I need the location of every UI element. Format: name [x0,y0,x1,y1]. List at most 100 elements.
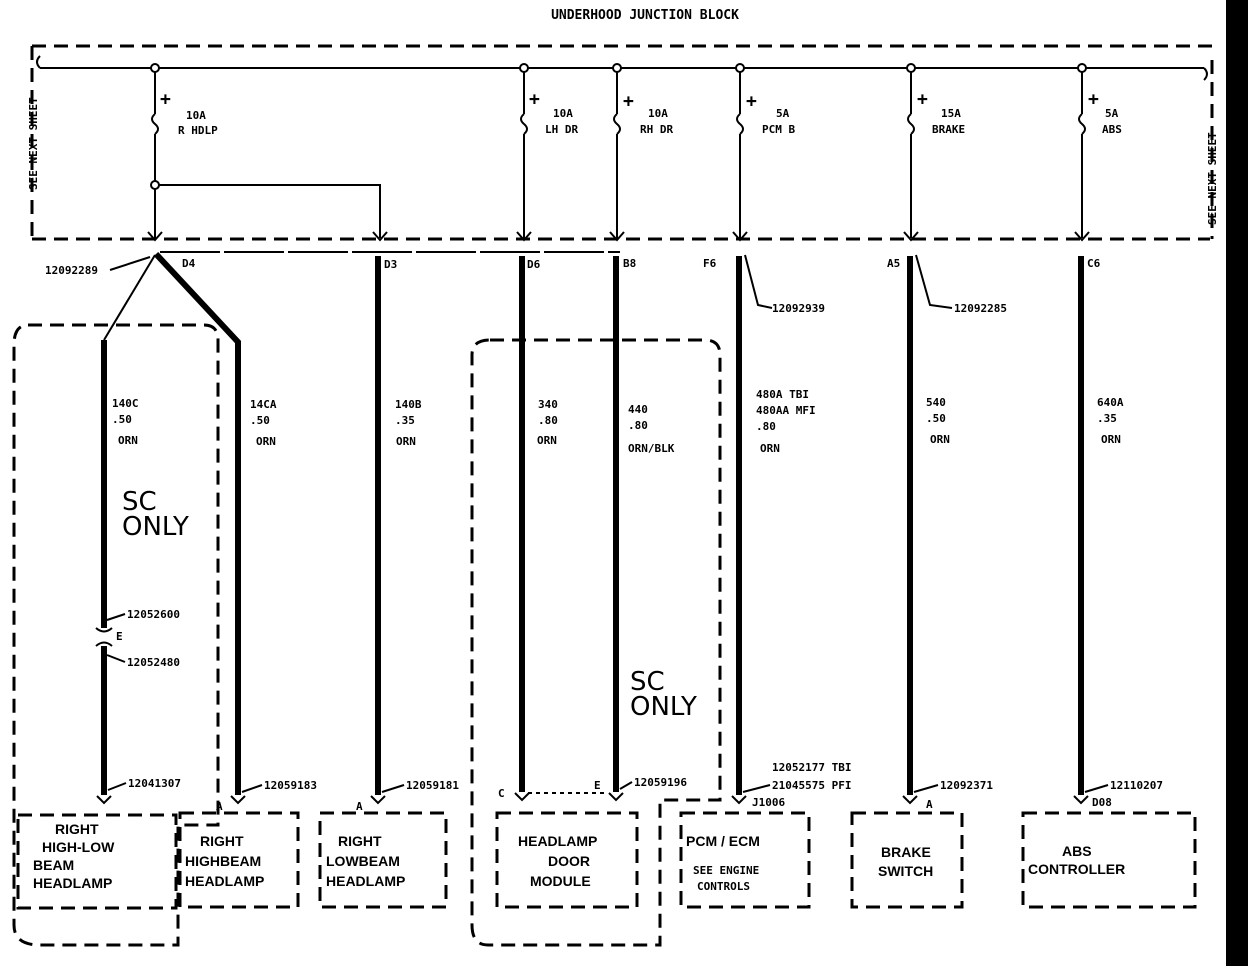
fuse-amp-4: 5A [776,107,790,120]
sc-only-left-line2: ONLY [122,512,189,542]
terminal-arrows [147,231,1090,242]
component-label: LOWBEAM [326,853,400,869]
wire-color: ORN [256,435,276,448]
pin-hibeam: A [216,800,223,813]
component-label: CONTROLLER [1028,861,1125,877]
pin-abs: D08 [1092,796,1112,809]
pin-pcm: J1006 [752,796,785,809]
pin-brake: A [926,798,933,811]
component-label: MODULE [530,873,591,889]
component-label: HEADLAMP [326,873,405,889]
wire-gauge: .50 [112,413,132,426]
fuse-plus-1: + [160,89,171,110]
fuse-plus-5: + [917,89,928,110]
component-label: HEADLAMP [185,873,264,889]
fuse-plus-3: + [623,91,634,112]
side-label-left: SEE NEXT SHEET [27,97,40,190]
fuse-name-1: R HDLP [178,124,218,137]
fuse-amp-1: 10A [186,109,206,122]
wire-label-140c: 140C .50 ORN [112,397,139,447]
wire-label-540: 540 .50 ORN [926,396,950,446]
component-brake-switch: BRAKE SWITCH [850,811,964,909]
fuse-r-hdlp: + 10A R HDLP [150,63,381,238]
wire-gauge: .80 [756,420,776,433]
component-label: RIGHT [55,821,99,837]
junction-block [30,44,1215,241]
fuse-amp-2: 10A [553,107,573,120]
wire-circuit-alt: 480AA MFI [756,404,816,417]
connector-12092939: 12092939 [772,302,825,315]
fuse-pcm-b: + 5A PCM B [735,63,795,238]
scan-edge [1226,0,1248,966]
component-headlamp-door-module: HEADLAMP DOOR MODULE [495,811,639,909]
terminal-a5: A5 [887,257,900,270]
wire-circuit: 140C [112,397,139,410]
side-label-right: SEE NEXT SHEET [1206,132,1219,225]
wire-14ca [153,251,241,795]
component-label: DOOR [548,853,590,869]
connector-12092289: 12092289 [45,264,98,277]
component-label: HEADLAMP [518,833,597,849]
component-label: CONTROLS [697,880,750,893]
wire-circuit: 480A TBI [756,388,809,401]
wire-circuit: 640A [1097,396,1124,409]
terminal-d3: D3 [384,258,397,271]
diagram-title: UNDERHOOD JUNCTION BLOCK [551,8,739,23]
wire-color: ORN [930,433,950,446]
connector-12041307: 12041307 [128,777,181,790]
wire-color: ORN [760,442,780,455]
wire-gauge: .80 [628,419,648,432]
fuse-plus-6: + [1088,89,1099,110]
wire-label-140b: 140B .35 ORN [395,398,422,448]
wire-circuit: 140B [395,398,422,411]
wire-circuit: 540 [926,396,946,409]
wire-color: ORN [1101,433,1121,446]
component-label: RIGHT [338,833,382,849]
fuse-amp-5: 15A [941,107,961,120]
component-label: SEE ENGINE [693,864,759,877]
fuse-name-5: BRAKE [932,123,965,136]
component-label: BRAKE [881,844,931,860]
wire-color: ORN/BLK [628,442,675,455]
wire-gauge: .50 [250,414,270,427]
wire-label-340: 340 .80 ORN [537,398,558,447]
fuse-brake: + 15A BRAKE [906,63,965,238]
component-label: PCM / ECM [686,833,760,849]
component-label: HEADLAMP [33,875,112,891]
wire-label-440: 440 .80 ORN/BLK [628,403,675,455]
fuse-name-6: ABS [1102,123,1122,136]
wire-circuit: 340 [538,398,558,411]
component-label: HIGH-LOW [42,839,115,855]
component-abs-controller: ABS CONTROLLER [1021,811,1197,909]
fuse-abs: + 5A ABS [1077,63,1122,238]
pin-lowbeam: A [356,800,363,813]
component-highbeam-headlamp: RIGHT HIGHBEAM HEADLAMP [178,811,300,909]
connector-12059181: 12059181 [406,779,459,792]
connector-21045575: 21045575 PFI [772,779,851,792]
fuse-name-3: RH DR [640,123,673,136]
fuse-amp-3: 10A [648,107,668,120]
pin-door-e: E [594,779,601,792]
sc-only-right-line1: SC [630,667,665,697]
wire-label-480a: 480A TBI 480AA MFI .80 ORN [756,388,816,455]
wire-label-14ca: 14CA .50 ORN [250,398,277,448]
inline-pin-e: E [116,630,123,643]
terminal-f6: F6 [703,257,717,270]
fuse-name-2: LH DR [545,123,578,136]
sc-only-region-right [470,338,722,947]
component-label: BEAM [33,857,74,873]
component-label: HIGHBEAM [185,853,261,869]
wire-gauge: .35 [1097,412,1117,425]
connector-12052600: 12052600 [127,608,180,621]
component-hilo-headlamp: RIGHT HIGH-LOW BEAM HEADLAMP [16,813,178,910]
wire-color: ORN [396,435,416,448]
connector-12092371: 12092371 [940,779,993,792]
bottom-connectors [96,792,1089,805]
connector-12092285: 12092285 [954,302,1007,315]
pin-door-c: C [498,787,505,800]
wire-gauge: .50 [926,412,946,425]
fuse-rh-dr: + 10A RH DR [612,63,673,238]
fuse-amp-6: 5A [1105,107,1119,120]
wire-label-640a: 640A .35 ORN [1097,396,1124,446]
wire-color: ORN [537,434,557,447]
